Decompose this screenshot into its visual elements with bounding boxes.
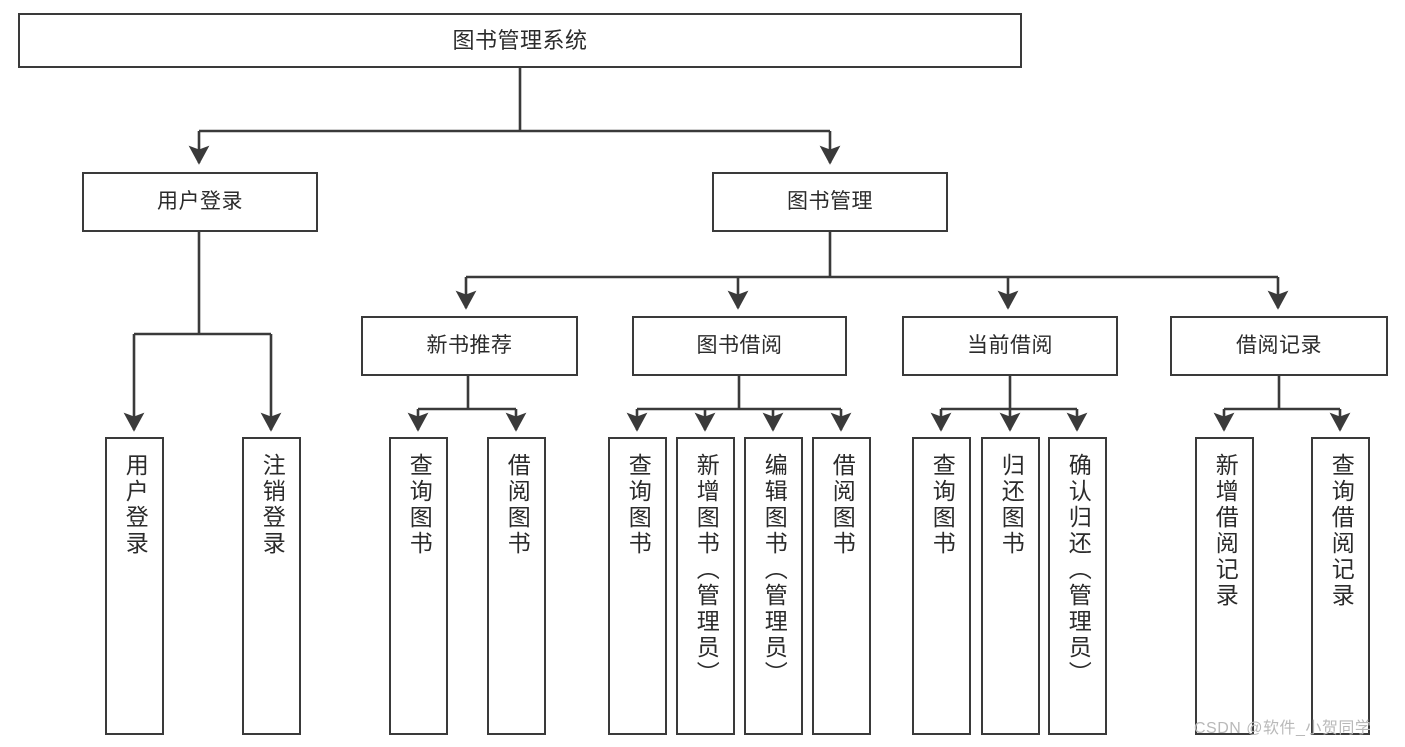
node-label: 归还图书 [998,453,1025,557]
node-label: 新增借阅记录 [1212,453,1239,609]
node-label: 借阅图书 [504,453,531,557]
node-label: 新书推荐 [426,333,513,357]
node-label: 图书管理 [787,189,873,213]
node-root-book-management-system[interactable]: 图书管理系统 [18,13,1022,68]
node-label: 确认归还（管理员） [1065,453,1092,687]
leaf-borrow-records-query-record[interactable]: 查询借阅记录 [1311,437,1370,735]
leaf-new-book-borrow-book[interactable]: 借阅图书 [487,437,546,735]
node-label: 图书管理系统 [452,27,588,53]
node-borrow-records[interactable]: 借阅记录 [1170,316,1388,376]
node-label: 注销登录 [259,453,286,557]
node-label: 查询借阅记录 [1328,453,1355,609]
leaf-book-borrow-edit-book-admin[interactable]: 编辑图书（管理员） [744,437,803,735]
leaf-current-borrow-confirm-return-admin[interactable]: 确认归还（管理员） [1048,437,1107,735]
leaf-current-borrow-return-book[interactable]: 归还图书 [981,437,1040,735]
node-label: 当前借阅 [967,333,1053,357]
csdn-watermark: CSDN @软件_小贺同学 [1194,720,1372,737]
node-book-borrow[interactable]: 图书借阅 [632,316,847,376]
node-label: 图书借阅 [696,333,783,357]
leaf-user-login-logout[interactable]: 注销登录 [242,437,301,735]
node-label: 查询图书 [406,453,433,557]
leaf-current-borrow-query-book[interactable]: 查询图书 [912,437,971,735]
node-label: 用户登录 [157,189,243,213]
leaf-book-borrow-borrow-book[interactable]: 借阅图书 [812,437,871,735]
node-label: 借阅图书 [829,453,856,557]
node-label: 新增图书（管理员） [693,453,720,687]
leaf-user-login-login[interactable]: 用户登录 [105,437,164,735]
node-book-management[interactable]: 图书管理 [712,172,948,232]
leaf-book-borrow-add-book-admin[interactable]: 新增图书（管理员） [676,437,735,735]
node-label: 查询图书 [625,453,652,557]
node-label: 用户登录 [122,453,149,557]
node-new-book-recommend[interactable]: 新书推荐 [361,316,578,376]
leaf-new-book-query-book[interactable]: 查询图书 [389,437,448,735]
node-label: 借阅记录 [1236,333,1322,357]
leaf-book-borrow-query-book[interactable]: 查询图书 [608,437,667,735]
leaf-borrow-records-add-record[interactable]: 新增借阅记录 [1195,437,1254,735]
node-current-borrow[interactable]: 当前借阅 [902,316,1118,376]
node-user-login[interactable]: 用户登录 [82,172,318,232]
node-label: 编辑图书（管理员） [761,453,788,687]
node-label: 查询图书 [929,453,956,557]
